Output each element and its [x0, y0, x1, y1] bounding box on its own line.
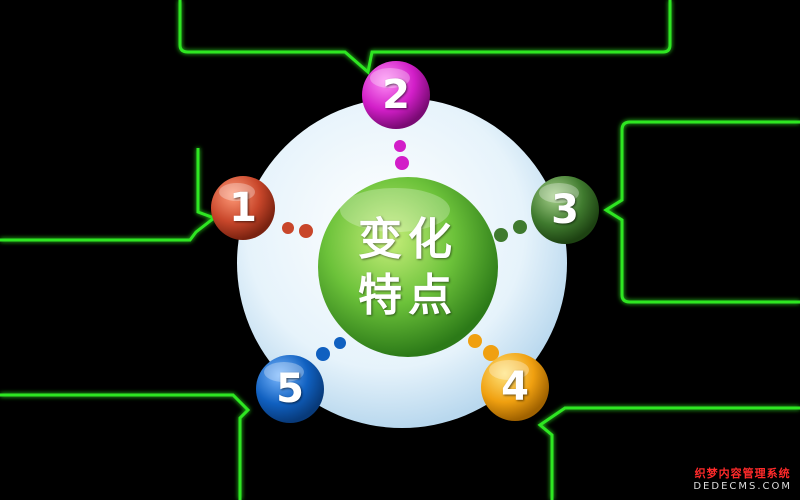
dot-4b — [483, 345, 499, 361]
watermark: 织梦内容管理系统 DEDECMS.COM — [693, 465, 792, 492]
node-4-number: 4 — [501, 364, 529, 410]
center-label-line2: 特点 — [358, 270, 458, 321]
center-circle — [318, 177, 498, 357]
dot-3b — [494, 228, 508, 242]
node-2-number: 2 — [382, 72, 410, 118]
watermark-line1: 织梦内容管理系统 — [694, 467, 791, 480]
center-highlight — [340, 188, 450, 232]
ball-1 — [211, 176, 275, 240]
bracket-bottom-left — [0, 393, 251, 500]
dot-4a — [468, 334, 482, 348]
bracket-top — [178, 0, 672, 75]
node-1-number: 1 — [229, 185, 257, 231]
dot-1b — [299, 224, 313, 238]
watermark-line2: DEDECMS.COM — [693, 481, 792, 492]
dot-3a — [513, 220, 527, 234]
center-label-line1: 变化 — [358, 214, 458, 265]
ball-4 — [481, 353, 549, 421]
ball-5 — [256, 355, 324, 423]
dot-5b — [316, 347, 330, 361]
ball-3 — [531, 176, 599, 244]
ball-2 — [362, 61, 430, 129]
dot-5a — [334, 337, 346, 349]
node-5-number: 5 — [276, 366, 304, 412]
number-balls — [211, 61, 599, 423]
dot-2b — [395, 156, 409, 170]
bracket-right — [603, 120, 800, 304]
dot-2a — [394, 140, 406, 152]
bracket-bottom-right — [537, 406, 800, 500]
bracket-left — [0, 148, 218, 242]
connector-dots — [282, 140, 527, 361]
dot-1a — [282, 222, 294, 234]
node-3-number: 3 — [551, 187, 579, 233]
center-label: 变化 特点 — [318, 212, 498, 324]
